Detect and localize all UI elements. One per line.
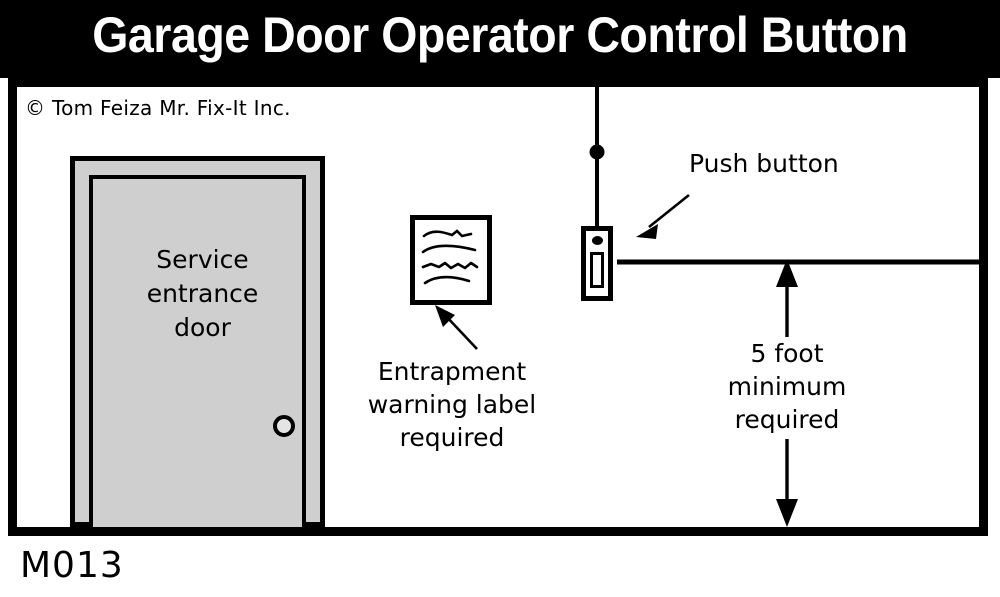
- service-door-panel: [89, 175, 306, 527]
- push-button-caption: Push button: [689, 149, 839, 178]
- copyright-notice: © Tom Feiza Mr. Fix-It Inc.: [25, 96, 291, 120]
- push-button-leader: [636, 193, 690, 239]
- push-button-switch-icon[interactable]: [590, 252, 604, 288]
- push-button-device[interactable]: [581, 226, 613, 301]
- service-door: Service entrance door: [70, 156, 325, 527]
- dimension-caption: 5 foot minimum required: [727, 339, 847, 434]
- plate-code: M013: [20, 545, 124, 586]
- header-bar: Garage Door Operator Control Button: [0, 0, 1000, 78]
- page-title: Garage Door Operator Control Button: [92, 7, 908, 63]
- warning-label-leader: [435, 305, 478, 350]
- placard-text-lines: [421, 229, 479, 285]
- entrapment-warning-caption: Entrapment warning label required: [367, 357, 537, 452]
- entrapment-warning-placard: [410, 215, 492, 305]
- button-wire: [589, 82, 605, 227]
- door-knob-icon: [273, 415, 295, 437]
- service-door-label: Service entrance door: [146, 245, 259, 342]
- diagram-canvas: © Tom Feiza Mr. Fix-It Inc. Service entr…: [17, 82, 979, 527]
- indicator-led-icon: [592, 236, 603, 245]
